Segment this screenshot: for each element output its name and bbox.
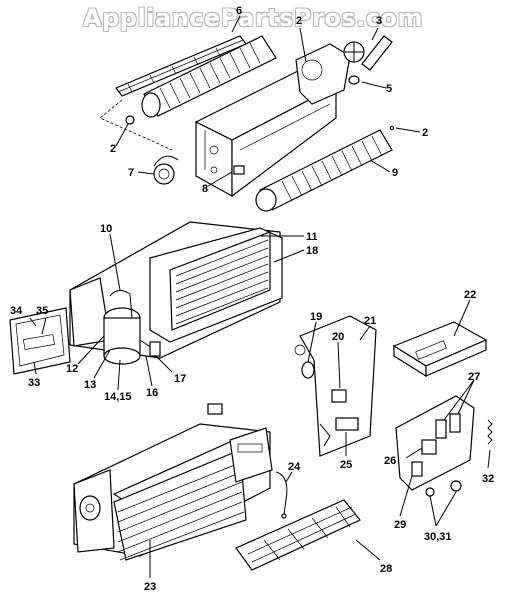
callout-25: 25 xyxy=(340,459,352,471)
condenser-fan xyxy=(343,35,393,71)
fan-motor xyxy=(153,155,179,185)
callout-22: 22 xyxy=(464,289,476,301)
callout-26: 26 xyxy=(384,455,396,467)
callout-7: 7 xyxy=(128,167,134,179)
callout-2-top: 2 xyxy=(296,15,302,27)
watermark: AppliancePartsPros.com xyxy=(83,4,423,32)
callout-8: 8 xyxy=(202,183,208,195)
callout-16: 16 xyxy=(146,387,158,399)
callout-11: 11 xyxy=(306,231,318,243)
callout-27: 27 xyxy=(468,371,480,383)
filter-grille xyxy=(235,499,361,571)
callout-2-right: 2 xyxy=(422,127,428,139)
callout-3: 3 xyxy=(376,15,382,27)
coil-fins xyxy=(175,239,269,325)
top-assembly xyxy=(99,35,394,212)
callout-10: 10 xyxy=(100,223,112,235)
compressor xyxy=(103,290,141,365)
callout-35: 35 xyxy=(36,305,48,317)
complete-unit xyxy=(73,403,288,561)
control-panel-overlay xyxy=(9,307,71,375)
callout-33: 33 xyxy=(28,377,40,389)
callout-13: 13 xyxy=(84,379,96,391)
callout-2-left: 2 xyxy=(110,143,116,155)
callout-24: 24 xyxy=(288,461,301,473)
callout-28: 28 xyxy=(380,563,392,575)
callout-18: 18 xyxy=(306,245,318,257)
callout-30-31: 30,31 xyxy=(424,531,452,543)
callout-17: 17 xyxy=(174,373,186,385)
callout-12: 12 xyxy=(66,363,78,375)
callout-14-15: 14,15 xyxy=(104,391,132,403)
upper-blower-wheel xyxy=(141,35,277,118)
motor-bracket xyxy=(233,165,245,175)
callout-29: 29 xyxy=(394,519,406,531)
lower-blower-wheel xyxy=(255,126,394,212)
fan-plate xyxy=(295,43,351,105)
callout-32: 32 xyxy=(482,473,494,485)
callout-6: 6 xyxy=(236,5,242,17)
callout-20: 20 xyxy=(332,331,344,343)
callout-34: 34 xyxy=(10,305,23,317)
callout-5: 5 xyxy=(386,83,392,95)
callout-19: 19 xyxy=(310,311,322,323)
washer xyxy=(348,75,360,85)
callout-23: 23 xyxy=(144,581,156,593)
front-grille-mesh xyxy=(117,461,245,561)
chassis-assembly xyxy=(69,221,283,365)
callout-labels: 2 3 6 5 2 2 7 8 9 10 11 18 34 35 33 12 1… xyxy=(10,5,494,593)
control-bracket xyxy=(294,315,377,457)
callout-21: 21 xyxy=(364,315,376,327)
leader-lines xyxy=(29,15,491,578)
callout-9: 9 xyxy=(392,167,398,179)
control-box xyxy=(392,321,493,497)
